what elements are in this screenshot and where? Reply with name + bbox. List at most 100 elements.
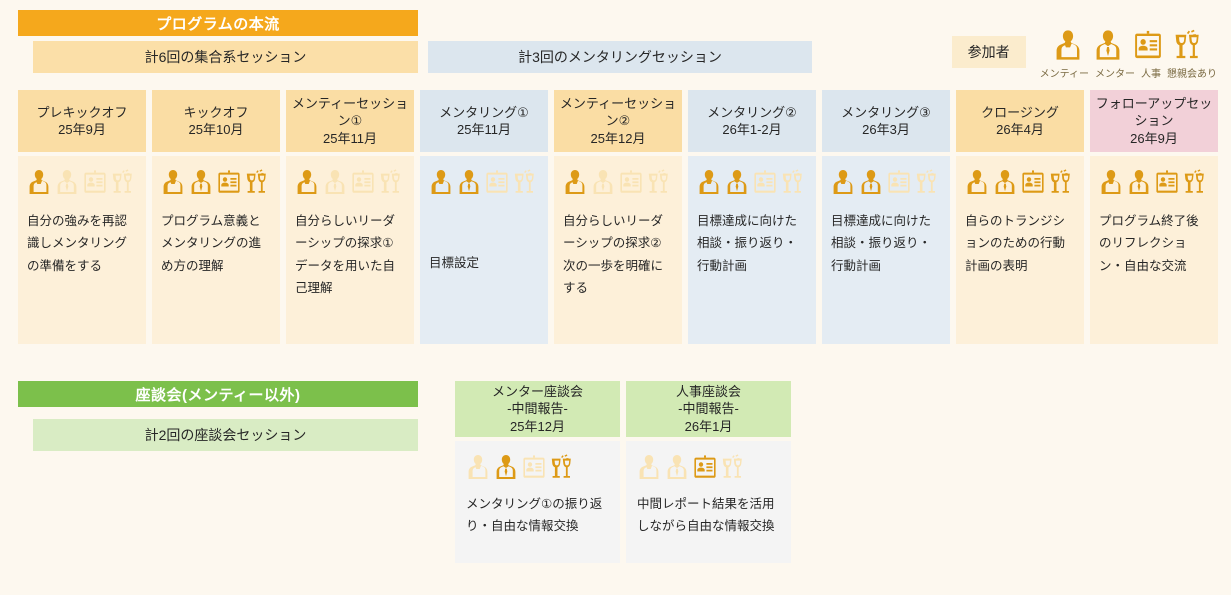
session-column: プレキックオフ 25年9月自分の強みを再認識しメンタリングの準備をする [18,90,146,344]
roundtable-columns: メンター座談会-中間報告-25年12月メンタリング①の振り返り・自由な情報交換人… [455,381,791,563]
session-date: 25年11月 [323,130,377,146]
mentor-icon [457,168,481,196]
session-description: 自分らしいリーダーシップの探求②次の一歩を明確にする [563,214,664,295]
roundtable-subtitle: -中間報告- [507,401,568,417]
session-header[interactable]: キックオフ 25年10月 [152,90,280,152]
session-columns: プレキックオフ 25年9月自分の強みを再認識しメンタリングの準備をする キックオフ 2… [18,90,1218,344]
participant-icons [965,168,1075,196]
party-icon [647,168,671,196]
session-date: 25年9月 [58,122,106,137]
program-flow-title: プログラムの本流 [18,10,418,36]
roundtable-description: 中間レポート結果を活用しながら自由な情報交換 [637,497,775,534]
legend-icons-row [1053,28,1203,62]
session-body: 自分らしいリーダーシップの探求①データを用いた自己理解 [286,156,414,344]
session-description: 自分の強みを再認識しメンタリングの準備をする [27,214,128,273]
session-header[interactable]: メンタリング② 26年1-2月 [688,90,816,152]
hr-badge-icon [1155,168,1179,196]
roundtable-column: 人事座談会-中間報告-26年1月中間レポート結果を活用しながら自由な情報交換 [626,381,791,563]
mentor-icon [859,168,883,196]
session-date: 26年1-2月 [722,122,782,137]
participant-icons [161,168,271,196]
legend-label: メンティー [1039,69,1089,80]
mentor-icon [591,168,615,196]
participant-icons [637,453,780,481]
party-icon [1173,28,1203,62]
session-description: 自分らしいリーダーシップの探求①データを用いた自己理解 [295,214,396,295]
party-icon [245,168,269,196]
party-icon [550,453,574,481]
roundtable-body: 中間レポート結果を活用しながら自由な情報交換 [626,441,791,563]
mentee-icon [697,168,721,196]
party-icon [1049,168,1073,196]
session-description: プログラム意義とメンタリングの進め方の理解 [161,214,262,273]
roundtable-column: メンター座談会 -中間報告-25年12月メンタリング①の振り返り・自由な情報交換 [455,381,620,563]
group-sessions-label: 計6回の集合系セッション [33,41,418,73]
party-icon [721,453,745,481]
session-title: メンタリング③ [841,104,931,120]
session-date: 26年9月 [1130,130,1178,146]
session-description: プログラム終了後のリフレクション・自由な交流 [1099,214,1199,273]
session-column: メンタリング② 26年1-2月目標達成に向けた相談・振り返り・行動計画 [688,90,816,344]
participant-icons [697,168,807,196]
roundtable-date: 26年1月 [684,418,733,434]
hr-badge-icon [753,168,777,196]
mentee-icon [1099,168,1123,196]
mentee-icon [965,168,989,196]
session-header[interactable]: プレキックオフ 25年9月 [18,90,146,152]
participant-icons [1099,168,1209,196]
session-title: プレキックオフ [36,104,128,120]
session-body: 目標設定 [420,156,548,344]
legend-label: 懇親会あり [1167,69,1217,80]
roundtable-header[interactable]: メンター座談会 -中間報告-25年12月 [455,381,620,437]
mentor-icon [1127,168,1151,196]
participant-icons [295,168,405,196]
roundtable-date: 25年12月 [510,418,565,434]
party-icon [513,168,537,196]
session-title: キックオフ [183,104,249,120]
roundtable-header[interactable]: 人事座談会-中間報告-26年1月 [626,381,791,437]
session-description: 目標達成に向けた相談・振り返り・行動計画 [831,214,932,273]
session-date: 26年4月 [996,122,1044,137]
mentee-icon [27,168,51,196]
roundtable-title: メンター座談会 [491,383,583,399]
legend-label-row: メンティーメンター人事懇親会あり [1040,65,1217,80]
session-date: 25年12月 [590,130,646,146]
session-title: メンタリング② [707,104,797,120]
session-title: メンティーセッション① [291,96,409,129]
session-description: 自らのトランジションのための行動計画の表明 [965,214,1066,273]
legend-label: メンター [1095,69,1135,80]
mentor-icon [189,168,213,196]
mentor-icon [323,168,347,196]
session-body: 自分の強みを再認識しメンタリングの準備をする [18,156,146,344]
session-body: プログラム終了後のリフレクション・自由な交流 [1090,156,1218,344]
session-body: 目標達成に向けた相談・振り返り・行動計画 [688,156,816,344]
participant-icons [831,168,941,196]
session-header[interactable]: メンタリング③ 26年3月 [822,90,950,152]
mentee-icon [429,168,453,196]
hr-badge-icon [1133,28,1163,62]
mentor-icon [993,168,1017,196]
participant-icons [27,168,137,196]
hr-badge-icon [887,168,911,196]
session-date: 25年10月 [188,122,244,137]
session-title: フォローアップセッション [1095,96,1213,129]
roundtable-body: メンタリング①の振り返り・自由な情報交換 [455,441,620,563]
roundtable-title: 人事座談会 [675,383,741,399]
session-title: メンティーセッション② [559,96,677,129]
mentor-icon [494,453,518,481]
participant-legend-chip: 参加者 [951,36,1026,68]
legend-label: 人事 [1141,69,1161,80]
participant-legend: 参加者 メンティーメンター人事懇親会あり [951,28,1217,80]
session-date: 26年3月 [862,122,910,137]
roundtable-description: メンタリング①の振り返り・自由な情報交換 [466,497,603,534]
